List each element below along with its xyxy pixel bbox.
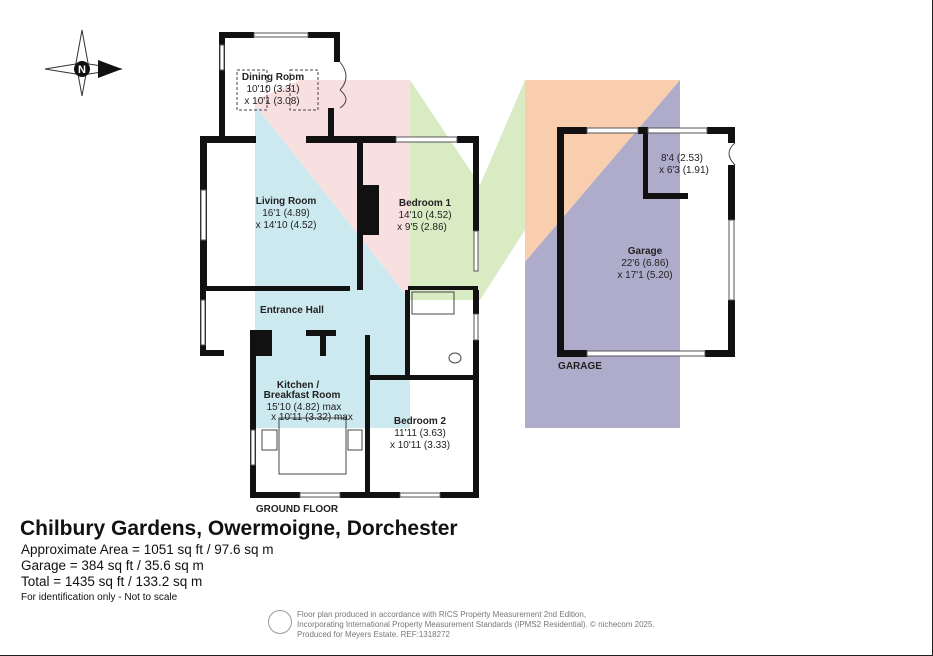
room-name: Garage [628, 246, 663, 257]
room-dim: 10'10 (3.31) [246, 84, 299, 95]
overlay-green [410, 80, 525, 300]
room-name: Breakfast Room [264, 390, 341, 401]
room-dim: x 9'5 (2.86) [397, 222, 447, 233]
compass-icon: N [44, 29, 123, 97]
footer-text: Floor plan produced in accordance with R… [297, 610, 655, 640]
room-name: Dining Room [242, 72, 304, 83]
overlay-pink [255, 80, 410, 300]
approximate-area: Approximate Area = 1051 sq ft / 97.6 sq … [21, 542, 274, 557]
room-dim: x 10'1 (3.08) [244, 96, 299, 107]
room-dim: x 10'11 (3.33) [390, 440, 450, 451]
room-dim: 14'10 (4.52) [398, 210, 451, 221]
room-dim: 8'4 (2.53) [661, 153, 703, 164]
room-dim: 16'1 (4.89) [262, 208, 310, 219]
footer-line: Incorporating International Property Mea… [297, 620, 655, 629]
compass-label: N [78, 64, 86, 76]
property-title: Chilbury Gardens, Owermoigne, Dorchester [20, 517, 458, 540]
room-dim: 15'10 (4.82) max [267, 402, 342, 413]
room-name: Bedroom 2 [394, 416, 447, 427]
room-dim: 11'11 (3.63) [394, 428, 446, 439]
footer-line: Produced for Meyers Estate. REF:1318272 [297, 630, 450, 639]
room-dim: x 14'10 (4.52) [256, 220, 317, 231]
person-icon [268, 610, 292, 634]
garage-area: Garage = 384 sq ft / 35.6 sq m [21, 558, 204, 573]
total-area: Total = 1435 sq ft / 133.2 sq m [21, 574, 203, 589]
room-dim: 22'6 (6.86) [621, 258, 669, 269]
room-name: Bedroom 1 [399, 198, 452, 209]
room-dim: x 6'3 (1.91) [659, 165, 709, 176]
room-name: Kitchen / [277, 380, 319, 391]
disclaimer: For identification only - Not to scale [21, 592, 178, 603]
footer-line: Floor plan produced in accordance with R… [297, 610, 587, 619]
windows [200, 32, 735, 498]
fixtures [236, 61, 736, 475]
overlay-blue [255, 105, 410, 428]
floor-label: GARAGE [558, 361, 602, 372]
floor-label: GROUND FLOOR [256, 504, 339, 515]
room-name: Living Room [256, 196, 317, 207]
room-dim: x 17'1 (5.20) [617, 270, 672, 281]
room-name: Entrance Hall [260, 305, 324, 316]
room-dim: x 10'11 (3.32) max [271, 412, 353, 423]
